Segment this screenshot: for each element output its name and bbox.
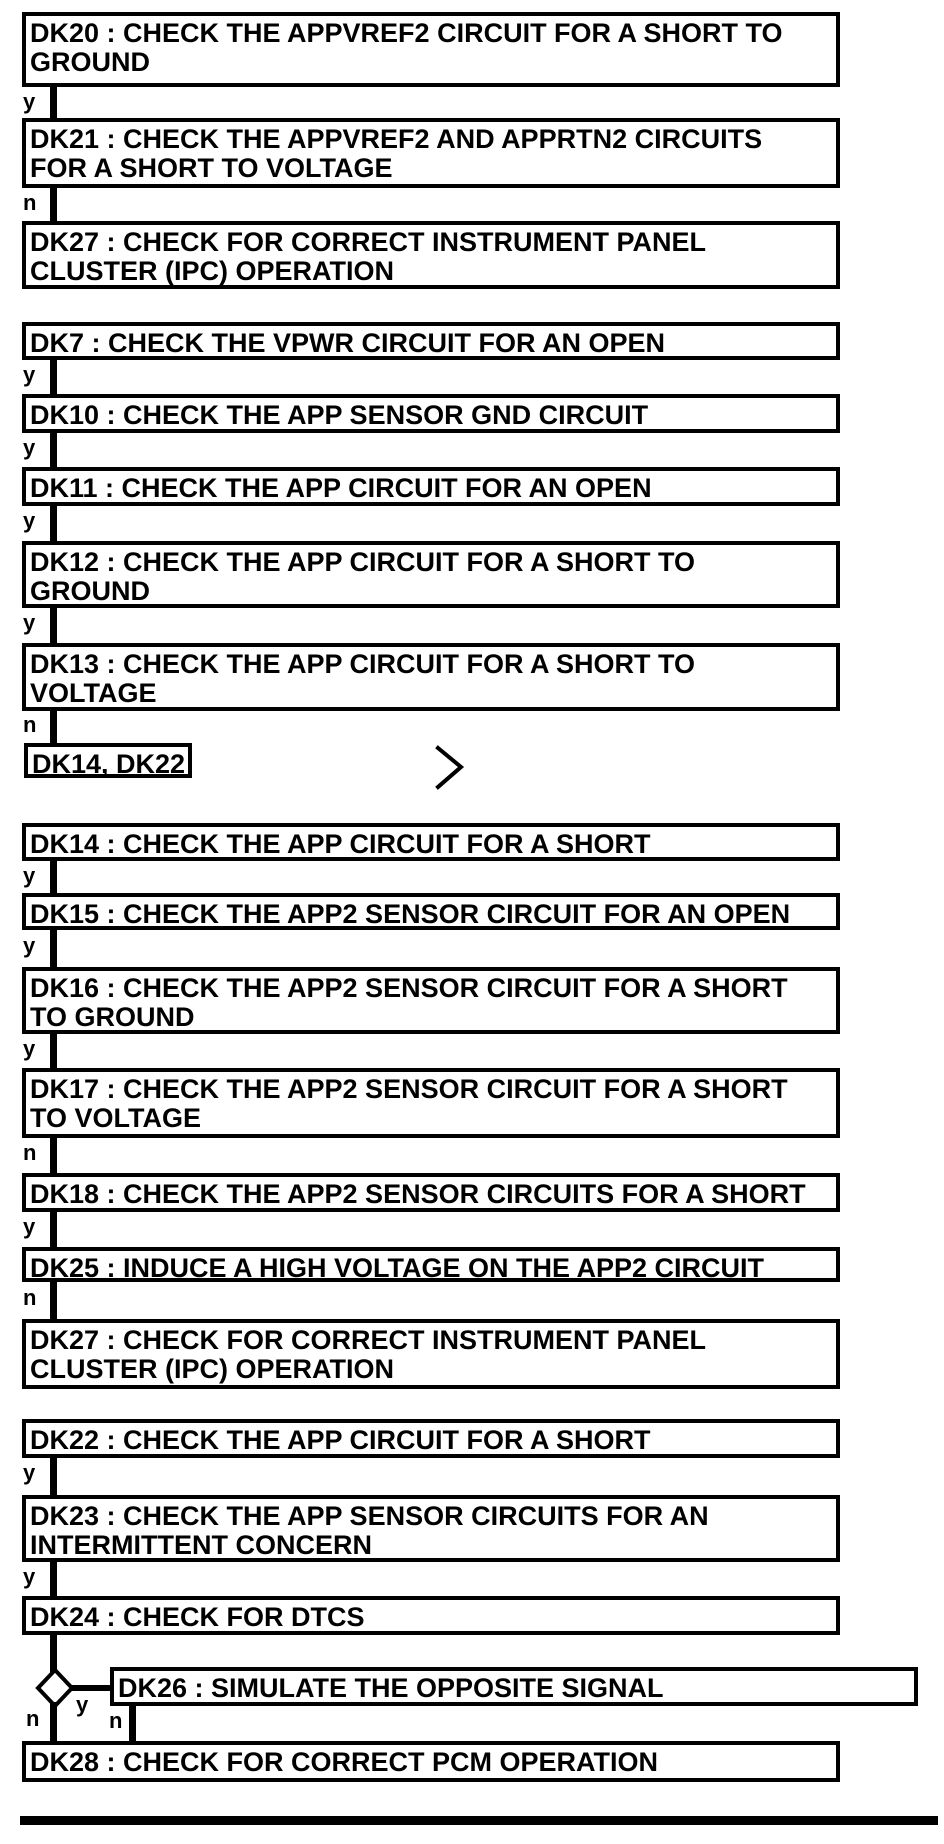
flow-reference-box: DK14, DK22 (24, 743, 192, 779)
branch-label-yes: y (23, 508, 36, 533)
branch-label-no: n (109, 1708, 123, 1733)
connector-line (50, 1034, 57, 1068)
branch-label-yes: y (23, 1460, 36, 1485)
flow-step-dk18: DK18 : CHECK THE APP2 SENSOR CIRCUITS FO… (22, 1173, 840, 1212)
flow-step-dk15: DK15 : CHECK THE APP2 SENSOR CIRCUIT FOR… (22, 893, 840, 930)
connector-line (50, 433, 57, 467)
branch-label-yes: y (23, 435, 36, 460)
connector-line (50, 360, 57, 394)
branch-label-yes: y (76, 1692, 89, 1717)
connector-line (50, 711, 57, 743)
branch-label-no: n (23, 190, 37, 215)
connector-line (50, 506, 57, 541)
flow-step-dk20: DK20 : CHECK THE APPVREF2 CIRCUIT FOR A … (22, 12, 840, 87)
flow-step-dk14: DK14 : CHECK THE APP CIRCUIT FOR A SHORT (22, 823, 840, 861)
branch-label-yes: y (23, 863, 36, 888)
connector-line (50, 188, 57, 221)
branch-label-yes: y (23, 1214, 36, 1239)
flow-step-dk10: DK10 : CHECK THE APP SENSOR GND CIRCUIT (22, 394, 840, 433)
flow-step-dk21: DK21 : CHECK THE APPVREF2 AND APPRTN2 CI… (22, 118, 840, 188)
flow-step-dk27b: DK27 : CHECK FOR CORRECT INSTRUMENT PANE… (22, 1319, 840, 1389)
connector-line (50, 1138, 57, 1173)
connector-line (71, 1685, 111, 1691)
flow-step-dk11: DK11 : CHECK THE APP CIRCUIT FOR AN OPEN (22, 467, 840, 506)
connector-line (50, 87, 57, 118)
flow-step-dk27a: DK27 : CHECK FOR CORRECT INSTRUMENT PANE… (22, 221, 840, 289)
branch-label-no: n (26, 1706, 40, 1731)
connector-line (50, 1702, 57, 1741)
connector-line (50, 1562, 57, 1596)
flow-step-dk25: DK25 : INDUCE A HIGH VOLTAGE ON THE APP2… (22, 1247, 840, 1283)
branch-label-no: n (23, 1285, 37, 1310)
connector-line (50, 1458, 57, 1495)
connector-line (50, 1635, 57, 1673)
continuation-chevron-icon (435, 745, 465, 790)
branch-label-yes: y (23, 1564, 36, 1589)
page-divider (20, 1816, 938, 1825)
branch-label-yes: y (23, 933, 36, 958)
branch-label-yes: y (23, 362, 36, 387)
flow-step-dk26: DK26 : SIMULATE THE OPPOSITE SIGNAL (110, 1667, 918, 1706)
flow-step-dk7: DK7 : CHECK THE VPWR CIRCUIT FOR AN OPEN (22, 322, 840, 360)
connector-line (129, 1706, 136, 1741)
flow-step-dk12: DK12 : CHECK THE APP CIRCUIT FOR A SHORT… (22, 541, 840, 608)
flow-step-dk23: DK23 : CHECK THE APP SENSOR CIRCUITS FOR… (22, 1495, 840, 1562)
flow-step-dk13: DK13 : CHECK THE APP CIRCUIT FOR A SHORT… (22, 643, 840, 711)
branch-label-yes: y (23, 1036, 36, 1061)
branch-label-yes: y (23, 89, 36, 114)
branch-label-no: n (23, 1140, 37, 1165)
branch-label-no: n (23, 712, 37, 737)
flow-step-dk22: DK22 : CHECK THE APP CIRCUIT FOR A SHORT (22, 1419, 840, 1458)
flow-step-dk16: DK16 : CHECK THE APP2 SENSOR CIRCUIT FOR… (22, 967, 840, 1034)
connector-line (50, 608, 57, 643)
flow-step-dk28: DK28 : CHECK FOR CORRECT PCM OPERATION (22, 1741, 840, 1782)
connector-line (50, 930, 57, 967)
connector-line (50, 1212, 57, 1247)
flow-step-dk17: DK17 : CHECK THE APP2 SENSOR CIRCUIT FOR… (22, 1068, 840, 1138)
flow-step-dk24: DK24 : CHECK FOR DTCS (22, 1596, 840, 1635)
connector-line (50, 1282, 57, 1319)
connector-line (50, 861, 57, 893)
branch-label-yes: y (23, 610, 36, 635)
